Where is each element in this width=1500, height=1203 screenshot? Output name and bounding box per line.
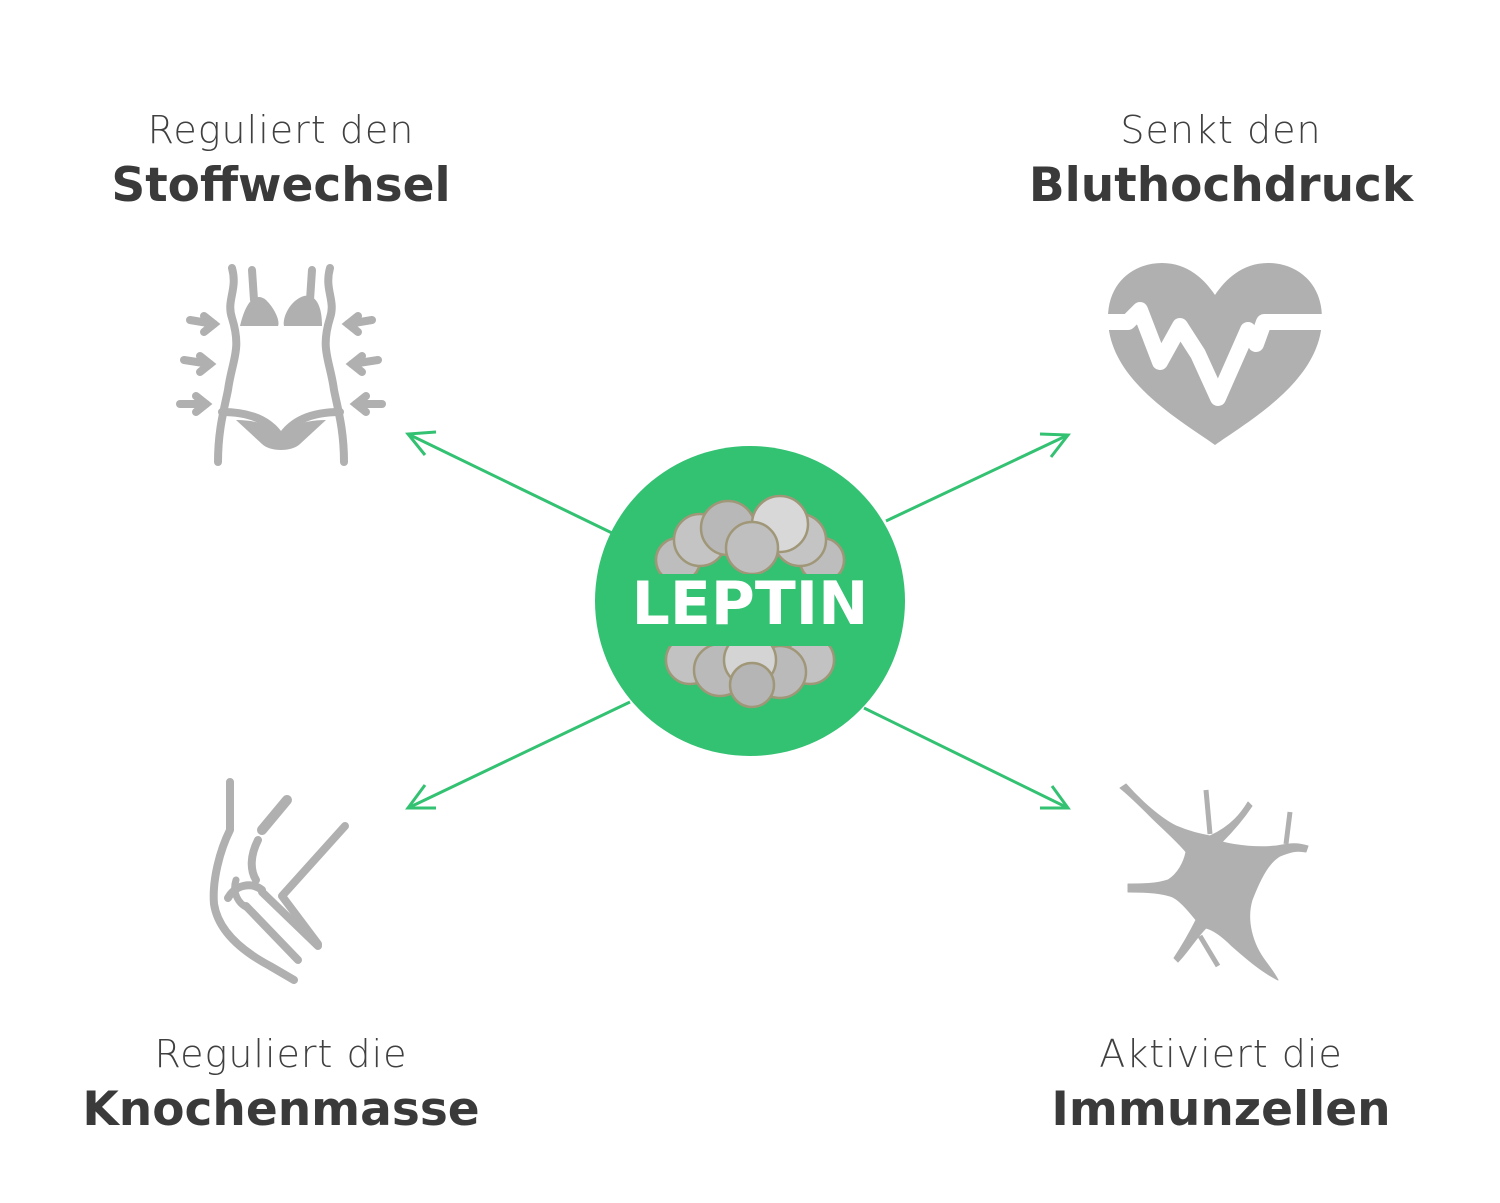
arrow-to-bluthochdruck xyxy=(885,432,1071,523)
effect-bluthochdruck: Senkt den Bluthochdruck xyxy=(961,108,1481,213)
bikini-icon xyxy=(236,295,326,450)
effect-verb: Reguliert die xyxy=(154,1032,408,1076)
body-waist-icon xyxy=(176,264,386,466)
effect-target: Bluthochdruck xyxy=(1028,158,1414,213)
leptin-label: LEPTIN xyxy=(632,569,869,639)
immune-cell-icon xyxy=(1119,783,1309,981)
arrow-to-stoffwechsel xyxy=(405,430,613,535)
effect-verb: Aktiviert die xyxy=(1099,1032,1343,1076)
arrows xyxy=(405,430,1071,810)
effect-immunzellen: Aktiviert die Immunzellen xyxy=(961,1032,1481,1137)
heart-pulse-icon xyxy=(1092,263,1338,445)
arrow-to-immunzellen xyxy=(863,706,1071,810)
arrow-to-knochenmasse xyxy=(405,700,631,810)
effect-stoffwechsel: Reguliert den Stoffwechsel xyxy=(21,108,541,213)
effect-verb: Senkt den xyxy=(1120,108,1322,152)
effect-target: Knochenmasse xyxy=(82,1082,480,1137)
knee-joint-icon xyxy=(209,778,349,984)
effect-verb: Reguliert den xyxy=(147,108,415,152)
effect-target: Immunzellen xyxy=(1051,1082,1391,1137)
leptin-text-band xyxy=(660,574,840,646)
leptin-center: LEPTIN xyxy=(595,446,905,756)
effect-knochenmasse: Reguliert die Knochenmasse xyxy=(21,1032,541,1137)
effect-target: Stoffwechsel xyxy=(111,158,451,213)
